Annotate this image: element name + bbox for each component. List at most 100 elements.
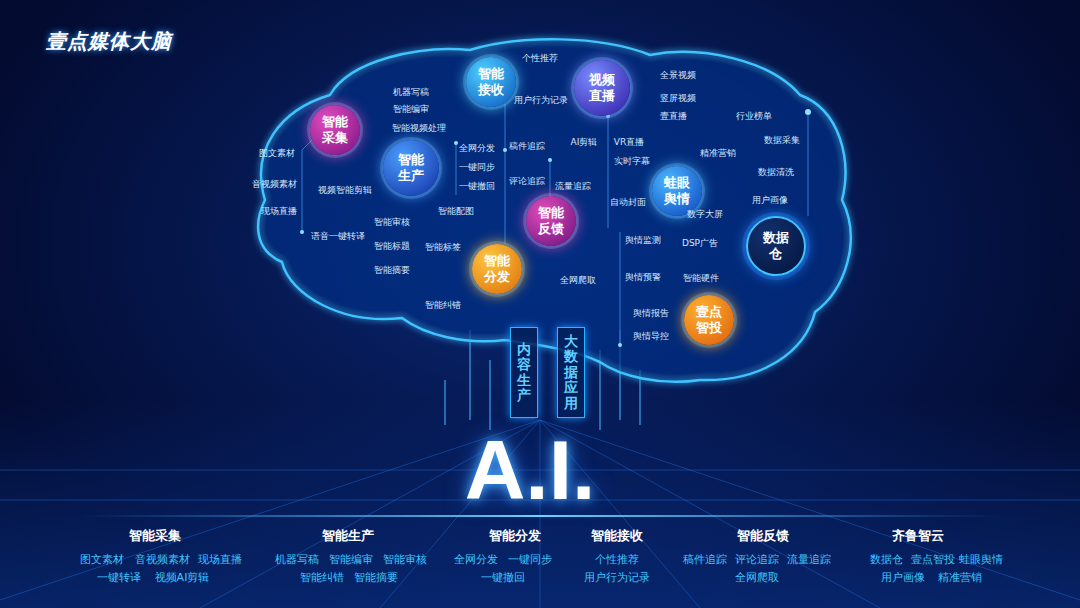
vertical-label: 内容生产 xyxy=(517,342,531,404)
feature-label: 智能标题 xyxy=(374,241,410,251)
node-label: 数据仓 xyxy=(761,230,791,261)
feature-label: 现场直播 xyxy=(261,206,297,216)
section-item: 个性推荐 xyxy=(595,554,639,567)
feature-label: 舆情预警 xyxy=(625,272,661,282)
floor-glow xyxy=(0,400,1080,608)
feature-label: DSP广告 xyxy=(682,238,718,248)
section-heading: 智能接收 xyxy=(591,529,643,544)
feature-label: 智能纠错 xyxy=(425,300,461,310)
feature-label: 智能硬件 xyxy=(683,273,719,283)
section-item: 一键同步 xyxy=(508,554,552,567)
page-title: 壹点媒体大脑 xyxy=(46,30,172,53)
section-heading: 智能生产 xyxy=(322,529,374,544)
feature-label: 视频智能剪辑 xyxy=(318,185,372,195)
feature-label: 图文素材 xyxy=(259,148,295,158)
section-item: 智能审核 xyxy=(383,554,427,567)
feature-label: 流量追踪 xyxy=(555,181,591,191)
feature-label: 壹直播 xyxy=(660,111,687,121)
function-circle: 智能 生产 xyxy=(383,140,439,196)
feature-label: 精准营销 xyxy=(700,148,736,158)
section-heading: 齐鲁智云 xyxy=(892,529,944,544)
leader-lines xyxy=(302,104,808,345)
section-item: 流量追踪 xyxy=(787,554,831,567)
feature-label: 用户行为记录 xyxy=(514,95,568,105)
feature-label: 智能视频处理 xyxy=(392,123,446,133)
section-item: 现场直播 xyxy=(198,554,242,567)
section-item: 全网爬取 xyxy=(735,572,779,585)
section-item: 一键撤回 xyxy=(481,572,525,585)
section-item: 用户画像 xyxy=(881,572,925,585)
function-circle: 壹点 智投 xyxy=(684,295,734,345)
feature-label: 稿件追踪 xyxy=(509,141,545,151)
section-heading: 智能反馈 xyxy=(737,529,789,544)
floor-grid xyxy=(0,420,1080,608)
ai-logo: A.I. xyxy=(465,422,596,519)
feature-label: 实时字幕 xyxy=(614,156,650,166)
feature-label: 音视频素材 xyxy=(252,179,297,189)
section-item: 数据仓 xyxy=(870,554,903,567)
node-label: 智能 接收 xyxy=(476,66,506,97)
section-item: 精准营销 xyxy=(938,572,982,585)
node-label: 智能 生产 xyxy=(396,152,426,183)
node-label: 智能 采集 xyxy=(320,114,350,145)
feature-label: 舆情监测 xyxy=(625,235,661,245)
section-item: 蛙眼舆情 xyxy=(959,554,1003,567)
section-item: 音视频素材 xyxy=(135,554,190,567)
section-item: 评论追踪 xyxy=(735,554,779,567)
function-circle: 智能 分发 xyxy=(472,244,522,294)
feature-label: 智能标签 xyxy=(425,242,461,252)
feature-label: 自动封面 xyxy=(610,197,646,207)
section-item: 一键转译 xyxy=(97,572,141,585)
section-item: 智能编审 xyxy=(329,554,373,567)
vertical-band: 内容生产 xyxy=(510,327,538,418)
node-label: 壹点 智投 xyxy=(694,304,724,335)
feature-label: 智能编审 xyxy=(393,104,429,114)
function-circle: 蛙眼 舆情 xyxy=(652,166,702,216)
feature-label: 智能摘要 xyxy=(374,265,410,275)
section-item: 机器写稿 xyxy=(275,554,319,567)
feature-label: 语音一键转译 xyxy=(311,231,365,241)
function-circle: 数据仓 xyxy=(746,216,806,276)
section-item: 视频AI剪辑 xyxy=(155,572,210,585)
section-item: 智能纠错 xyxy=(300,572,344,585)
section-item: 壹点智投 xyxy=(911,554,955,567)
function-circle: 智能 接收 xyxy=(466,57,516,107)
feature-label: 全景视频 xyxy=(660,70,696,80)
function-circle: 智能 采集 xyxy=(310,105,360,155)
feature-label: AI剪辑 xyxy=(571,137,598,147)
section-item: 智能摘要 xyxy=(354,572,398,585)
section-heading: 智能分发 xyxy=(489,529,541,544)
node-label: 蛙眼 舆情 xyxy=(662,175,692,206)
feature-label: 舆情报告 xyxy=(633,308,669,318)
feature-label: 一键撤回 xyxy=(459,181,495,191)
feature-label: 竖屏视频 xyxy=(660,93,696,103)
section-item: 全网分发 xyxy=(454,554,498,567)
feature-label: 一键同步 xyxy=(459,162,495,172)
feature-label: 数字大屏 xyxy=(687,209,723,219)
feature-label: 数据采集 xyxy=(764,135,800,145)
feature-label: 个性推荐 xyxy=(522,53,558,63)
feature-label: 机器写稿 xyxy=(393,87,429,97)
section-item: 图文素材 xyxy=(80,554,124,567)
section-item: 用户行为记录 xyxy=(584,572,650,585)
vertical-band: 大数据应用 xyxy=(557,327,585,418)
section-item: 稿件追踪 xyxy=(683,554,727,567)
feature-label: 全网爬取 xyxy=(560,275,596,285)
function-circle: 视频 直播 xyxy=(574,60,630,116)
function-circle: 智能 反馈 xyxy=(526,196,576,246)
feature-label: 舆情导控 xyxy=(633,331,669,341)
feature-label: 行业榜单 xyxy=(736,111,772,121)
feature-label: 用户画像 xyxy=(752,195,788,205)
vertical-label: 大数据应用 xyxy=(564,334,578,411)
feature-label: 评论追踪 xyxy=(509,176,545,186)
brain-outline xyxy=(258,39,851,381)
junction-dots xyxy=(300,109,811,347)
feature-label: VR直播 xyxy=(614,137,644,147)
feature-label: 智能审核 xyxy=(374,217,410,227)
feature-label: 数据清洗 xyxy=(758,167,794,177)
section-heading: 智能采集 xyxy=(129,529,181,544)
node-label: 视频 直播 xyxy=(587,72,617,103)
node-label: 智能 分发 xyxy=(482,253,512,284)
